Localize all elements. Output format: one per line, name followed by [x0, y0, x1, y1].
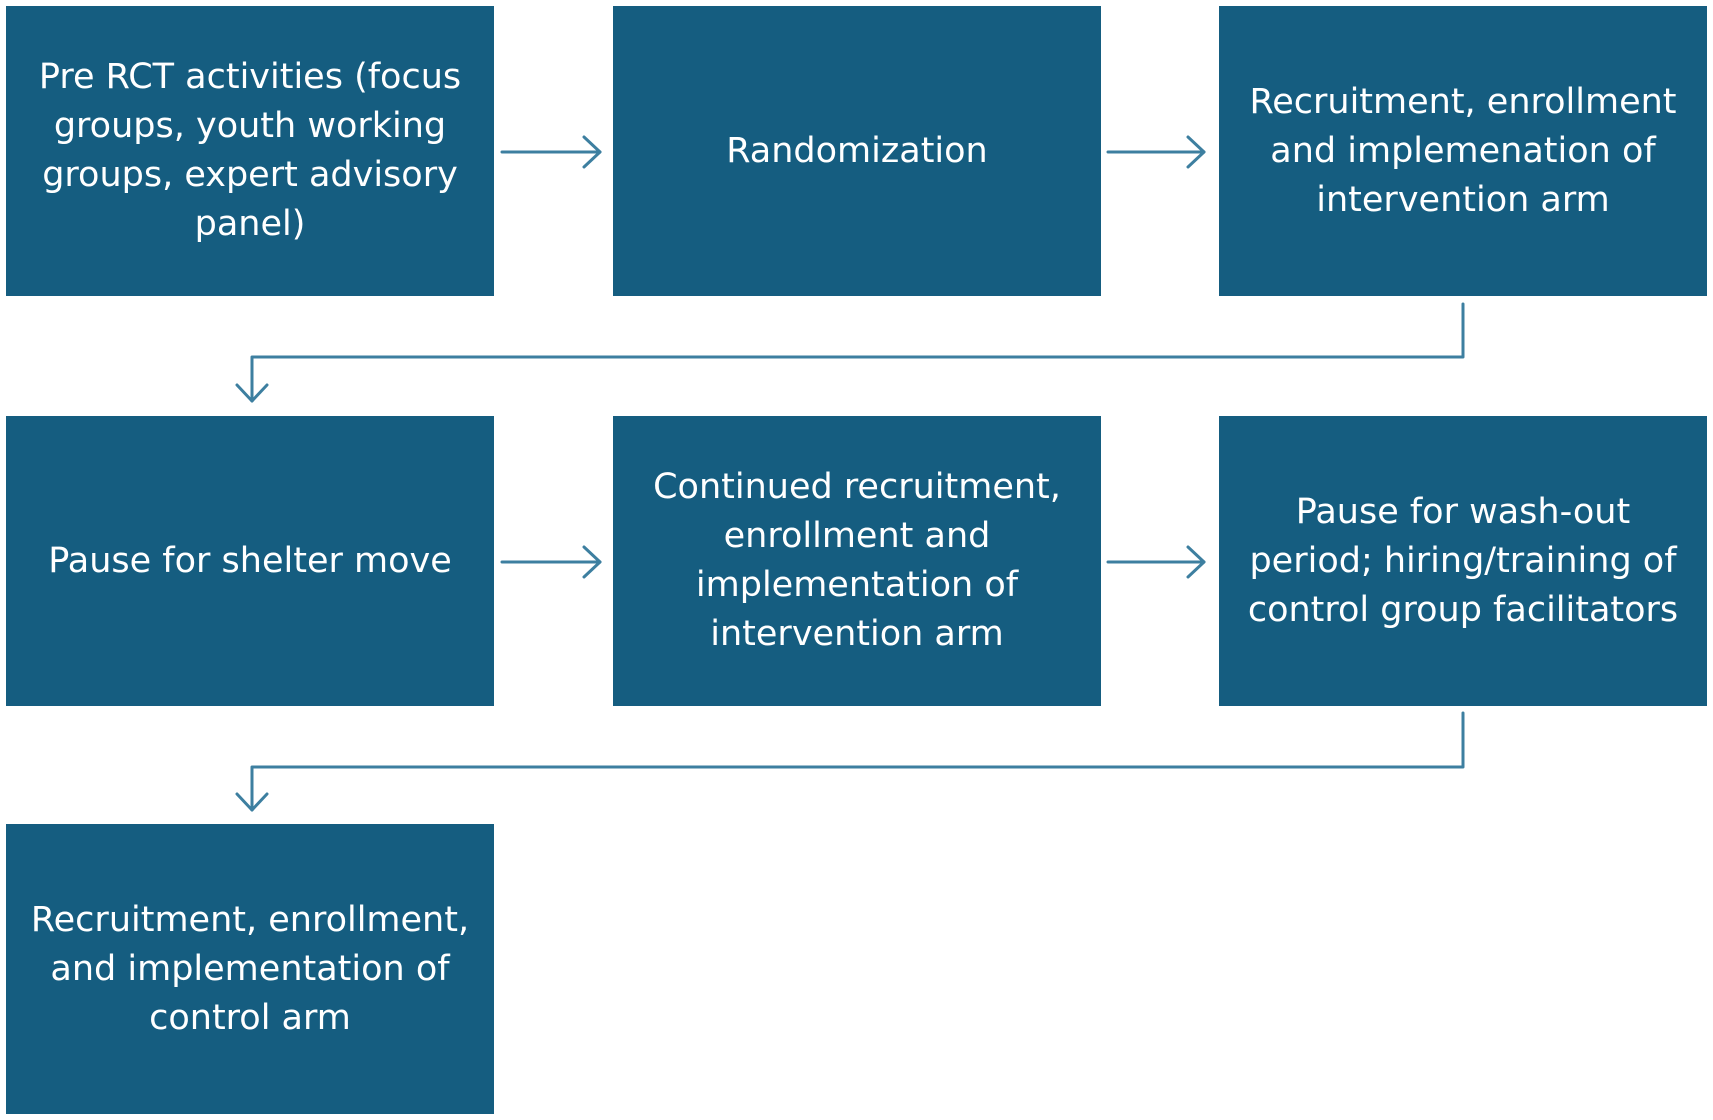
- step-label: Pre RCT activities (focus groups, youth …: [38, 57, 462, 244]
- step-intervention-arm-recruitment: Recruitment, enrollment and implemenatio…: [1219, 6, 1707, 296]
- step-label: Recruitment, enrollment and implemenatio…: [1249, 81, 1677, 220]
- arrow-right-icon: [1106, 545, 1206, 579]
- step-randomization: Randomization: [613, 6, 1101, 296]
- step-label: Pause for wash-out period; hiring/traini…: [1247, 491, 1679, 630]
- step-pause-shelter-move: Pause for shelter move: [6, 416, 494, 706]
- step-label: Randomization: [726, 130, 988, 171]
- arrow-right-icon: [1106, 135, 1206, 169]
- elbow-arrow-down-icon: [235, 302, 1465, 403]
- arrow-right-icon: [500, 135, 602, 169]
- elbow-arrow-down-icon: [235, 711, 1465, 812]
- step-control-arm-recruitment: Recruitment, enrollment, and implementat…: [6, 824, 494, 1114]
- arrow-right-icon: [500, 545, 602, 579]
- step-continued-recruitment: Continued recruitment, enrollment and im…: [613, 416, 1101, 706]
- step-label: Pause for shelter move: [48, 540, 452, 581]
- step-pre-rct-activities: Pre RCT activities (focus groups, youth …: [6, 6, 494, 296]
- step-label: Recruitment, enrollment, and implementat…: [30, 899, 470, 1038]
- step-pause-wash-out: Pause for wash-out period; hiring/traini…: [1219, 416, 1707, 706]
- step-label: Continued recruitment, enrollment and im…: [653, 467, 1061, 654]
